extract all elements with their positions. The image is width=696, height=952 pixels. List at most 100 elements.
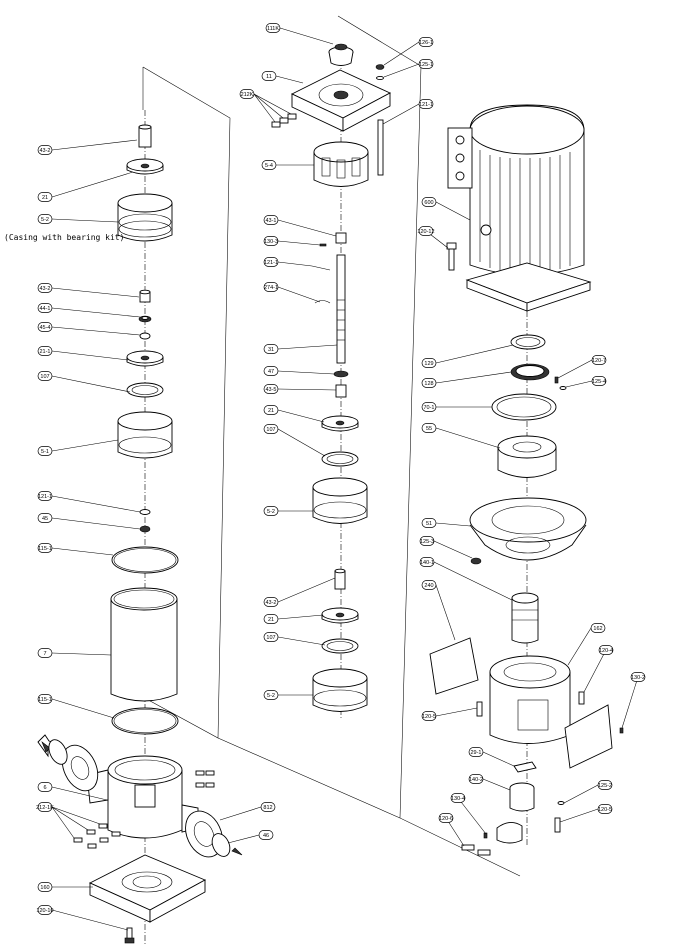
part-bolts-212-1k (73, 770, 215, 849)
label-text: 107 (266, 635, 275, 641)
label-text: 129 (424, 361, 433, 367)
part-guard-240 (429, 637, 479, 695)
label-text: 45 (42, 516, 48, 522)
part-gasket-107-c (321, 638, 359, 654)
part-bolt-120-10 (124, 927, 135, 944)
label-text: 5-2 (267, 693, 275, 699)
part-stud-121-1 (377, 119, 384, 176)
part-sleeve-43-2-low (334, 568, 346, 590)
label-tag-l-43-2-a: 43-2 (37, 145, 53, 155)
label-text: 44-1 (39, 306, 50, 312)
label-text: 6 (43, 785, 46, 791)
label-tag-l-274-1: 274-1 (263, 282, 279, 292)
label-tag-l-107-b: 107 (263, 424, 279, 434)
label-tag-l-125-4: 125-4 (591, 376, 607, 386)
label-tag-l-21-c: 21 (263, 614, 279, 624)
label-text: 120-5 (598, 807, 612, 813)
label-text: 7 (43, 651, 46, 657)
label-tag-l-45: 45 (37, 513, 53, 523)
label-tag-l-162: 162 (590, 623, 606, 633)
part-nut-126-1 (375, 64, 385, 70)
label-text: 51 (426, 521, 432, 527)
label-text: 43-2 (265, 600, 276, 606)
label-tag-l-70-1: 70-1 (421, 402, 437, 412)
label-tag-l-160: 160 (37, 882, 53, 892)
part-gasket-left (48, 739, 68, 765)
label-tag-l-120-10: 120-10 (36, 905, 54, 915)
part-guard-right (564, 704, 613, 769)
part-impeller-21-top (126, 158, 164, 175)
label-tag-l-130-2: 130-2 (630, 672, 646, 682)
leader-lines (51, 27, 639, 931)
label-tag-l-120-4: 120-4 (598, 645, 614, 655)
label-tag-l-130-3: 130-3 (263, 236, 279, 246)
label-tag-l-812: 812 (260, 802, 276, 812)
label-tag-l-126-1: 126-1 (418, 37, 434, 47)
label-text: 120-6 (439, 816, 453, 822)
part-oring-115-1-bottom (111, 707, 179, 735)
part-screw-120-4 (578, 691, 585, 705)
label-tag-l-121-1r: 121-1 (418, 99, 434, 109)
label-tag-l-120-12: 120-12 (417, 226, 435, 236)
section-frames (129, 15, 521, 877)
part-coupling-111k (328, 43, 354, 66)
part-bolts-120-6 (461, 844, 491, 856)
part-flange-left (37, 734, 99, 792)
label-text: 120-12 (417, 229, 434, 235)
label-tag-l-212k: 212K (239, 89, 255, 99)
part-gasket-46 (211, 833, 243, 857)
label-text: 43-1 (265, 218, 276, 224)
label-tag-l-5-2-c: 5-2 (263, 690, 279, 700)
label-text: 11 (266, 74, 272, 80)
label-text: 55 (426, 426, 432, 432)
label-text: 130-2 (631, 675, 645, 681)
label-text: 21-1 (39, 349, 50, 355)
label-tag-l-115-1-a: 115-1 (37, 543, 53, 553)
label-tag-l-44-1: 44-1 (37, 303, 53, 313)
label-text: 162 (593, 626, 602, 632)
part-screw-120-7 (554, 376, 559, 384)
casing-note: (Casing with bearing kit) (4, 233, 124, 242)
label-text: 274-1 (264, 285, 278, 291)
label-text: 140-2 (469, 777, 483, 783)
label-tag-l-107-c: 107 (263, 632, 279, 642)
label-text: 47 (268, 369, 274, 375)
part-head-11 (290, 69, 392, 132)
part-bracket-51 (469, 497, 587, 561)
label-tag-l-120-5b: 120-5 (597, 804, 613, 814)
part-bolt-120-12 (446, 242, 457, 271)
label-text: 121-1 (38, 494, 52, 500)
label-tag-l-21-1: 21-1 (37, 346, 53, 356)
part-washer-121-1 (139, 509, 151, 515)
part-washer-125-4 (559, 386, 567, 390)
label-text: 45-4 (39, 325, 50, 331)
label-tag-l-140-2: 140-2 (468, 774, 484, 784)
part-washer-125-1 (376, 75, 384, 81)
part-nut-45 (139, 525, 151, 533)
part-motor-600 (447, 104, 592, 312)
part-key-29-1 (513, 761, 537, 773)
label-text: 125-4 (592, 379, 606, 385)
label-tag-l-7: 7 (37, 648, 53, 658)
label-tag-l-111k: 111K (265, 23, 281, 33)
part-coupling-140-2 (509, 782, 535, 812)
label-text: 107 (266, 427, 275, 433)
part-bearing-44-1 (138, 315, 152, 323)
label-text: 115-1 (38, 546, 52, 552)
part-plate-70-1 (491, 393, 557, 421)
part-shaft-31 (336, 254, 346, 364)
part-oring-115-1-top (111, 546, 179, 574)
label-tag-l-5-2-a: 5-2 (37, 214, 53, 224)
label-text: 120-7 (592, 358, 606, 364)
label-text: 125-1 (419, 62, 433, 68)
label-text: 125-2 (598, 783, 612, 789)
label-text: 29-1 (470, 750, 481, 756)
label-tag-l-29-1: 29-1 (468, 747, 484, 757)
label-tag-l-128: 128 (421, 378, 437, 388)
label-tag-l-55: 55 (421, 423, 437, 433)
label-text: 5-2 (41, 217, 49, 223)
part-baseplate-160 (88, 854, 207, 923)
part-base-6 (86, 755, 199, 839)
